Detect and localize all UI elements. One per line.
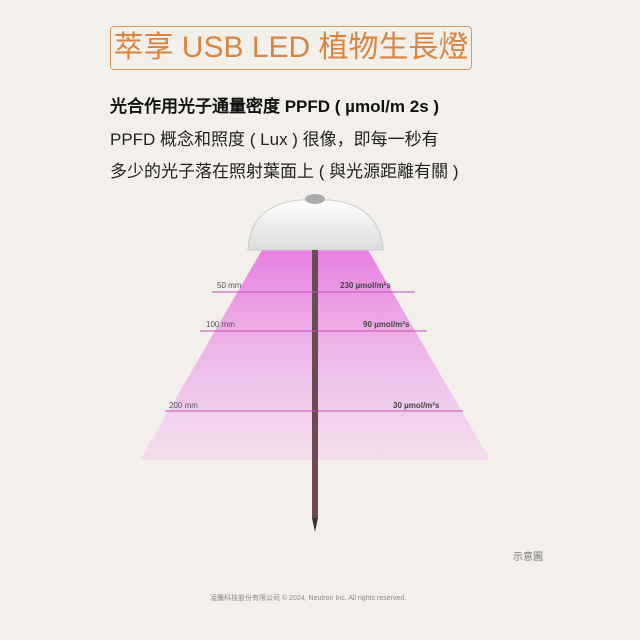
illustration-note: 示意圖 (513, 552, 543, 563)
product-title: 萃享 USB LED 植物生長燈 (110, 26, 472, 70)
lamp-pole (312, 250, 318, 518)
description-line-2: 多少的光子落在照射葉面上 ( 與光源距離有關 ) (110, 162, 459, 181)
description-line-1: PPFD 概念和照度 ( Lux ) 很像，即每一秒有 (110, 130, 439, 149)
ppfd-value: 30 µmol/m²s (393, 401, 440, 410)
ppfd-value: 230 µmol/m²s (340, 281, 391, 290)
distance-label: 50 mm (217, 281, 242, 290)
distance-label: 100 mm (206, 320, 235, 329)
section-heading: 光合作用光子通量密度 PPFD ( µmol/m 2s ) (110, 97, 440, 116)
copyright-footer: 凌騰科技股份有限公司 © 2024, Neutron Inc. All righ… (210, 595, 407, 602)
lamp-cap (305, 194, 325, 204)
lamp-dome (247, 199, 384, 251)
pole-spike (312, 518, 318, 532)
ppfd-value: 90 µmol/m²s (363, 320, 410, 329)
distance-label: 200 mm (169, 401, 198, 410)
